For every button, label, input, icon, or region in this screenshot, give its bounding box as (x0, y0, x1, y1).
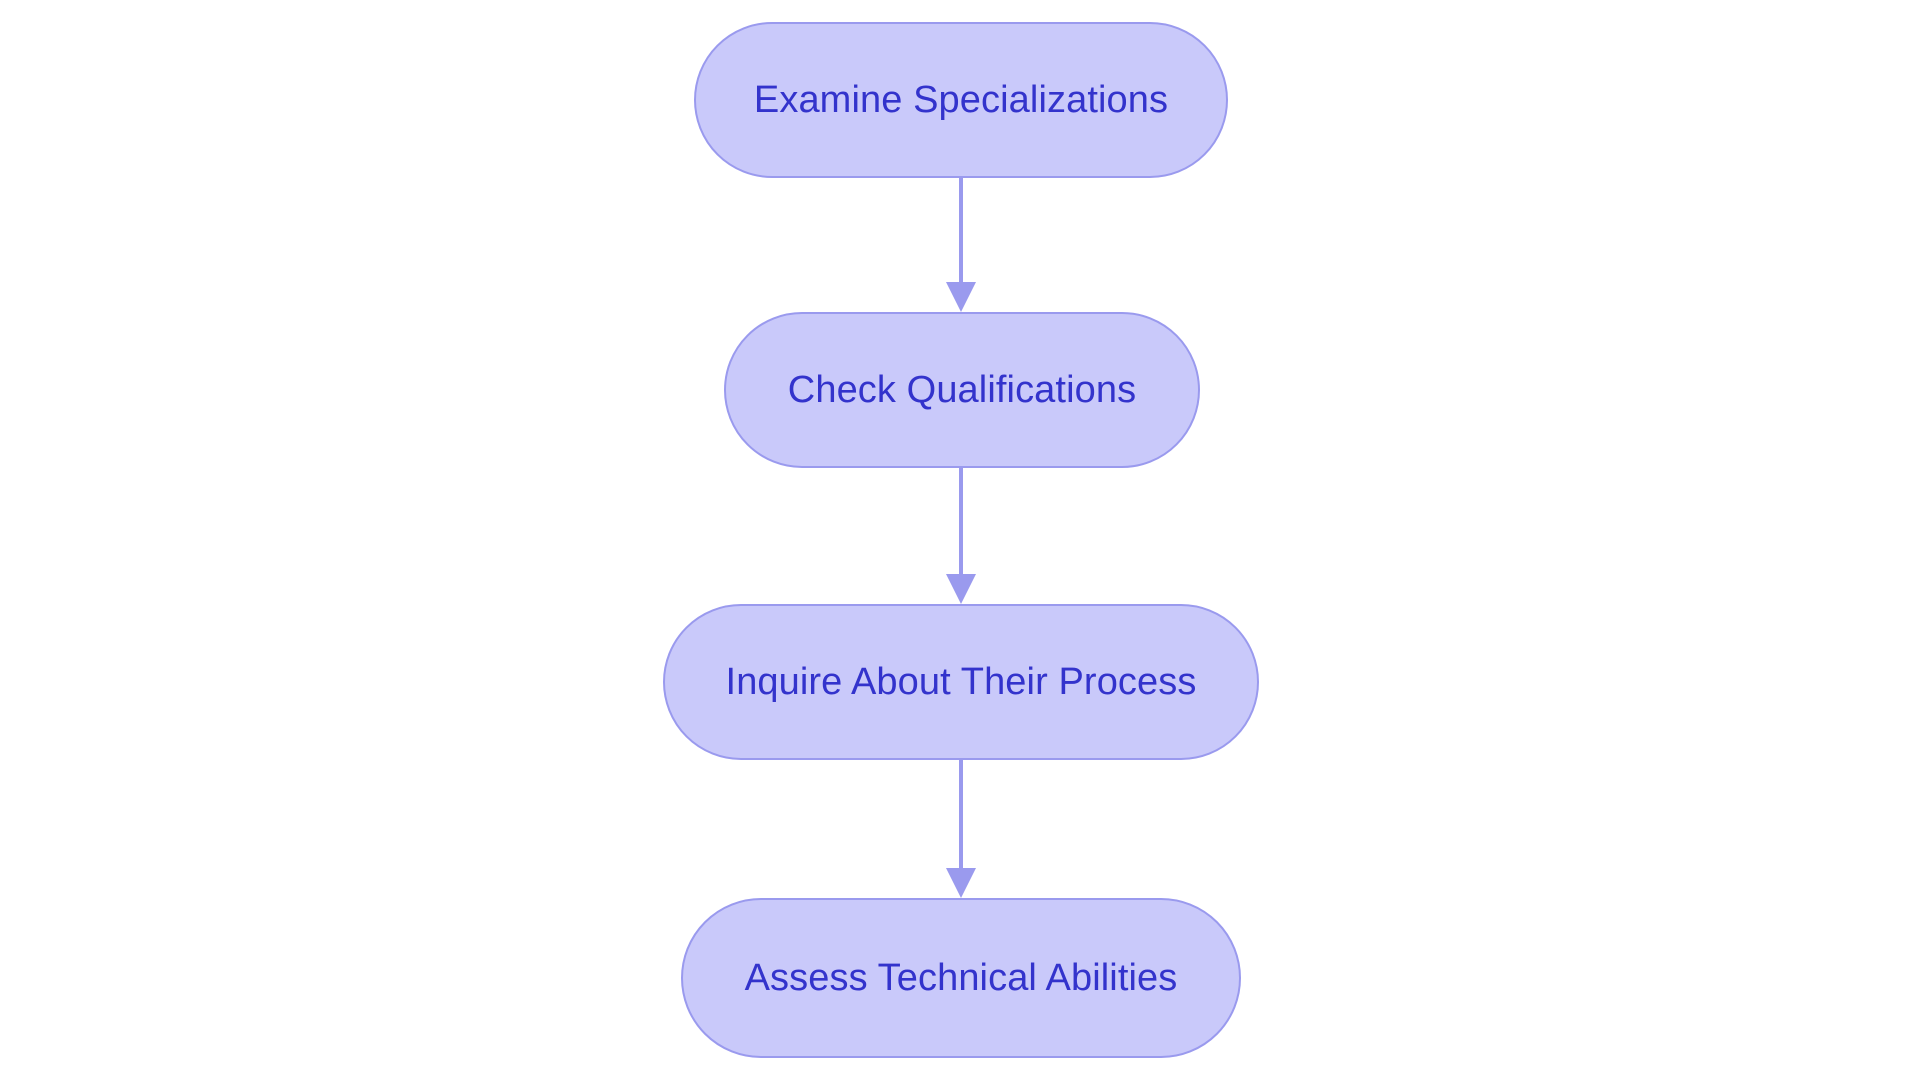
flow-node-label: Examine Specializations (753, 79, 1169, 121)
flow-node-inquire-about-their-process[interactable]: Inquire About Their Process (663, 604, 1259, 760)
flow-node-examine-specializations[interactable]: Examine Specializations (694, 22, 1228, 178)
flow-node-label: Check Qualifications (787, 369, 1137, 411)
flow-connector-1 (946, 178, 976, 313)
connector-line (959, 760, 963, 871)
flow-connector-2 (946, 468, 976, 605)
arrow-down-icon (946, 868, 976, 898)
arrow-down-icon (946, 574, 976, 604)
flow-node-label: Assess Technical Abilities (744, 957, 1178, 999)
flow-node-assess-technical-abilities[interactable]: Assess Technical Abilities (681, 898, 1241, 1058)
flow-node-label: Inquire About Their Process (725, 661, 1197, 703)
flow-node-check-qualifications[interactable]: Check Qualifications (724, 312, 1200, 468)
connector-line (959, 468, 963, 577)
connector-line (959, 178, 963, 285)
flow-connector-3 (946, 760, 976, 899)
arrow-down-icon (946, 282, 976, 312)
